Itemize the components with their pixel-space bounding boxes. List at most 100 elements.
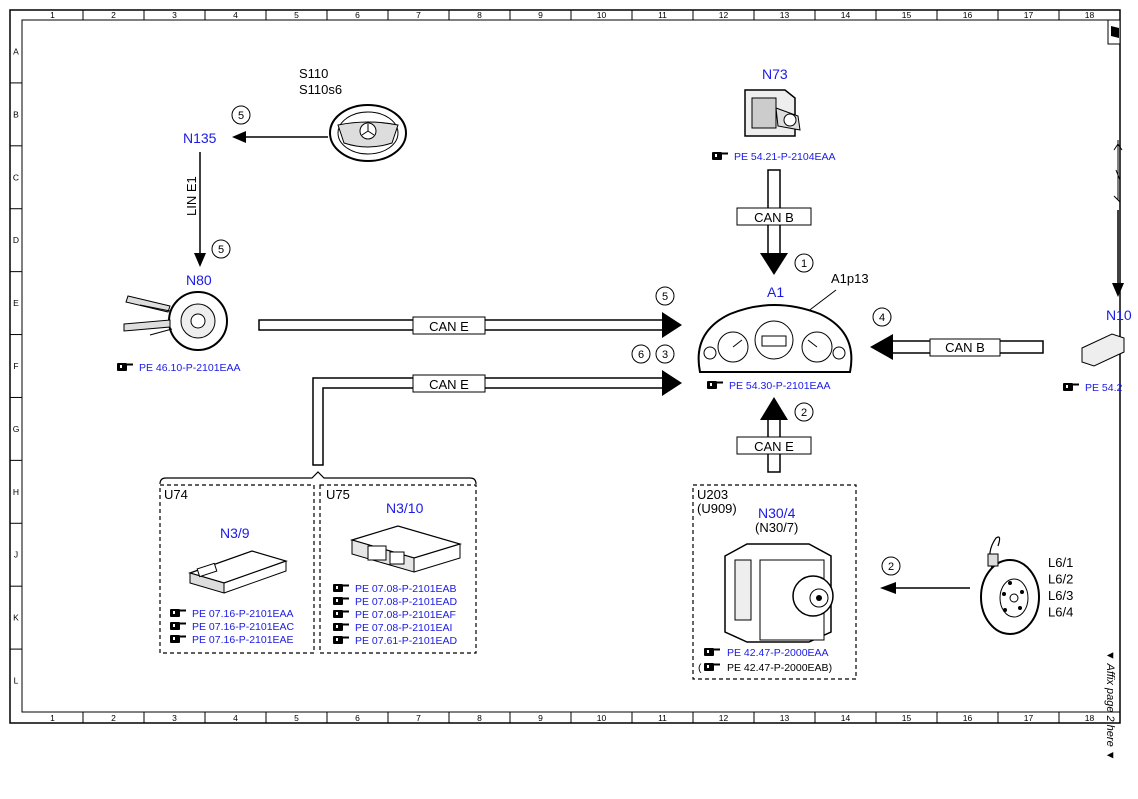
n30-ref-1[interactable]: PE 42.47-P-2000EAA (727, 647, 829, 659)
u75-box (319, 484, 477, 654)
grid-row-label: A (13, 46, 19, 56)
grid-col-label-top: 10 (597, 10, 607, 20)
grid-col-label-top: 3 (172, 10, 177, 20)
ref-link[interactable]: PE 07.08-P-2101EAF (355, 609, 456, 621)
can-e-label-vertical: CAN E (754, 439, 794, 454)
a1-label: A1 (767, 284, 784, 300)
grid-col-label-bottom: 14 (841, 713, 851, 723)
n30-ref-2-open: ( (698, 662, 702, 674)
n3-9-ecu-icon (188, 550, 288, 594)
n135-label: N135 (183, 130, 217, 146)
can-e-bus-lower (312, 377, 668, 466)
grid-row-label: F (13, 361, 18, 371)
step-4: 4 (879, 312, 885, 324)
instrument-cluster-icon (697, 304, 853, 373)
l6-sensor-label: L6/1 (1048, 555, 1073, 570)
grid-col-label-bottom: 2 (111, 713, 116, 723)
ref-hand-icon (170, 622, 186, 630)
grid-col-label-bottom: 17 (1024, 713, 1034, 723)
abs-esp-control-unit-icon (724, 543, 834, 643)
grid-col-label-top: 12 (719, 10, 729, 20)
ignition-switch-icon (744, 89, 801, 137)
n30-7-label: (N30/7) (755, 520, 798, 535)
grid-row-label: J (14, 550, 18, 560)
steering-column-module-icon (123, 291, 228, 351)
grid-row-label: L (14, 676, 19, 686)
wheel-speed-sensor-icon (980, 536, 1040, 635)
grid-col-label-top: 2 (111, 10, 116, 20)
ref-link[interactable]: PE 07.08-P-2101EAI (355, 622, 452, 634)
grid-col-label-bottom: 5 (294, 713, 299, 723)
ref-link[interactable]: PE 07.08-P-2101EAD (355, 596, 458, 608)
s110s6-label: S110s6 (299, 82, 342, 97)
ref-link[interactable]: PE 07.16-P-2101EAA (192, 608, 294, 620)
grid-col-label-bottom: 18 (1085, 713, 1095, 723)
ref-hand-icon (333, 610, 349, 618)
step-5-a: 5 (238, 110, 244, 122)
ref-hand-icon (333, 636, 349, 644)
grid-row-label: E (13, 298, 19, 308)
grid-row-label: D (13, 235, 19, 245)
grid-col-label-bottom: 1 (50, 713, 55, 723)
grid-row-label: B (13, 109, 19, 119)
n80-label: N80 (186, 272, 212, 288)
l6-sensor-label: L6/2 (1048, 572, 1073, 587)
grid-col-label-top: 18 (1085, 10, 1095, 20)
grid-col-label-bottom: 3 (172, 713, 177, 723)
grid-row-label: H (13, 487, 19, 497)
can-e-label-lower: CAN E (429, 377, 469, 392)
n3-9-label: N3/9 (220, 525, 250, 541)
step-3: 3 (662, 349, 668, 361)
step-5-b: 5 (218, 244, 224, 256)
grid-col-label-bottom: 12 (719, 713, 729, 723)
grid-col-label-bottom: 7 (416, 713, 421, 723)
step-2-b: 2 (888, 561, 894, 573)
ref-link[interactable]: PE 07.08-P-2101EAB (355, 583, 457, 595)
grid-col-label-bottom: 8 (477, 713, 482, 723)
ref-link[interactable]: PE 07.16-P-2101EAC (192, 621, 295, 633)
can-b-label-vertical: CAN B (754, 210, 794, 225)
n10-ref[interactable]: PE 54.2 (1085, 382, 1123, 394)
ref-hand-icon (170, 635, 186, 643)
u74-box (159, 484, 315, 654)
grid-col-label-bottom: 15 (902, 713, 912, 723)
n3-10-ecu-icon (349, 525, 463, 573)
grid-col-label-bottom: 16 (963, 713, 973, 723)
ref-hand-icon (170, 609, 186, 617)
grid-col-label-top: 17 (1024, 10, 1034, 20)
grid-col-label-top: 8 (477, 10, 482, 20)
grid-col-label-top: 7 (416, 10, 421, 20)
grid-frame (9, 9, 1121, 724)
a1p13-label: A1p13 (831, 271, 869, 286)
n73-label: N73 (762, 66, 788, 82)
n30-ref-2[interactable]: PE 42.47-P-2000EAB) (727, 662, 832, 674)
grid-col-label-top: 5 (294, 10, 299, 20)
step-5-c: 5 (662, 291, 668, 303)
grid-col-label-top: 11 (658, 10, 667, 20)
grid-col-label-top: 15 (902, 10, 912, 20)
u909-label: (U909) (697, 501, 737, 516)
can-e-label-upper: CAN E (429, 319, 469, 334)
ref-link[interactable]: PE 07.16-P-2101EAE (192, 634, 294, 646)
ref-hand-icon (333, 597, 349, 605)
grid-col-label-top: 1 (50, 10, 55, 20)
ref-link[interactable]: PE 07.61-P-2101EAD (355, 635, 458, 647)
n80-ref[interactable]: PE 46.10-P-2101EAA (139, 362, 241, 374)
grid-col-label-bottom: 10 (597, 713, 607, 723)
u203-box (692, 484, 857, 680)
l6-sensor-label: L6/3 (1048, 588, 1073, 603)
u75-label: U75 (326, 487, 350, 502)
grid-row-label: C (13, 172, 19, 182)
grid-col-label-top: 14 (841, 10, 851, 20)
u74-label: U74 (164, 487, 188, 502)
u203-label: U203 (697, 487, 728, 502)
grid-row-label: G (13, 424, 20, 434)
grid-col-label-bottom: 9 (538, 713, 543, 723)
ref-hand-icon (117, 363, 133, 371)
n30-4-label: N30/4 (758, 505, 796, 521)
a1-ref[interactable]: PE 54.30-P-2101EAA (729, 380, 831, 392)
side-note: ▼ Affix page 2 here ▼ (1104, 650, 1116, 761)
n73-ref[interactable]: PE 54.21-P-2104EAA (734, 151, 836, 163)
grid-col-label-top: 13 (780, 10, 790, 20)
ref-hand-icon (333, 623, 349, 631)
